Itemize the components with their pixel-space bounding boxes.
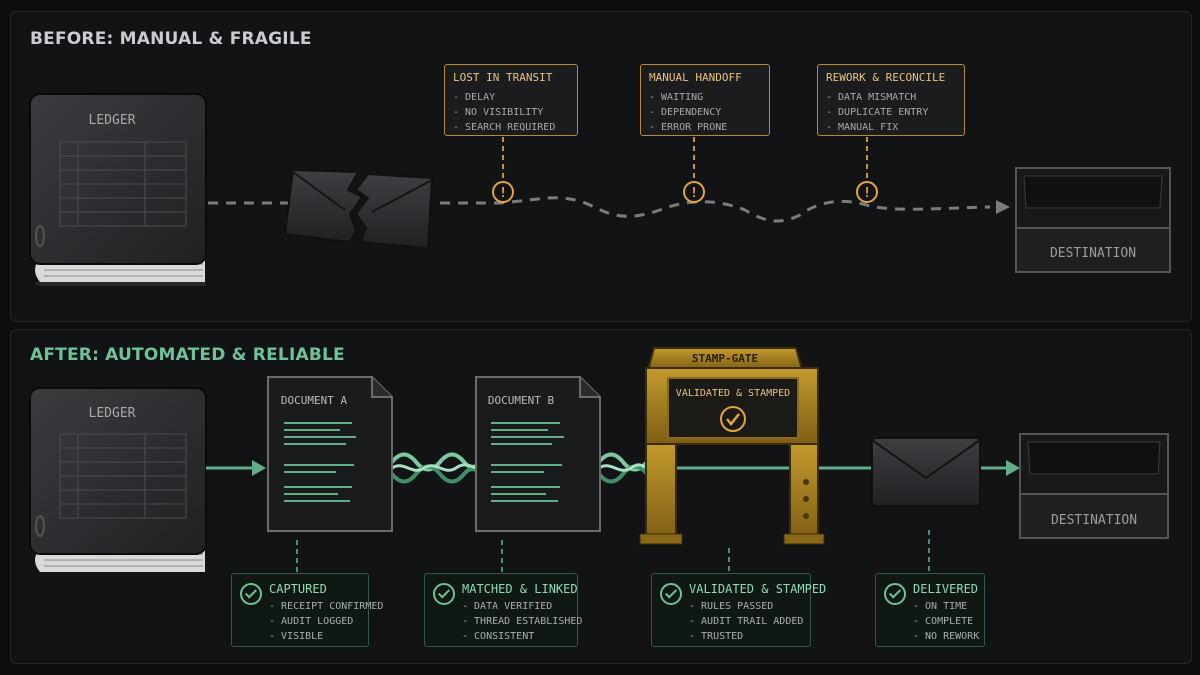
before-section-title: BEFORE: MANUAL & FRAGILE xyxy=(30,29,312,49)
status-title: MATCHED & LINKED xyxy=(462,582,578,596)
book-icon xyxy=(29,387,207,572)
status-item: - RULES PASSED xyxy=(689,601,774,612)
status-title: CAPTURED xyxy=(269,582,327,596)
warning-icon xyxy=(683,181,705,203)
inbox-tray-icon xyxy=(1015,167,1171,273)
status-title: DELIVERED xyxy=(913,582,979,596)
callout-item: - NO VISIBILITY xyxy=(453,107,544,118)
document-icon xyxy=(475,376,601,532)
callout-title: LOST IN TRANSIT xyxy=(453,71,553,84)
braided-link-icon xyxy=(390,452,478,484)
callout-item: - SEARCH REQUIRED xyxy=(453,122,556,133)
braided-link-icon xyxy=(597,452,649,484)
stamp-gate-icon xyxy=(639,347,825,545)
warning-symbol-1: ! xyxy=(499,186,507,201)
check-circle-icon xyxy=(433,583,455,605)
callout-title: MANUAL HANDOFF xyxy=(649,71,742,84)
before-destination-label: DESTINATION xyxy=(1050,246,1136,261)
document-a-label: DOCUMENT A xyxy=(281,394,348,407)
status-item: - NO REWORK xyxy=(913,631,980,642)
gate-panel-label: VALIDATED & STAMPED xyxy=(676,388,790,399)
broken-envelope-icon xyxy=(283,168,434,250)
gate-sign-label: STAMP-GATE xyxy=(692,352,758,365)
document-icon xyxy=(267,376,393,532)
book-icon xyxy=(29,93,207,286)
status-item: - CONSISTENT xyxy=(462,631,535,642)
status-card-captured: CAPTURED - RECEIPT CONFIRMED - AUDIT LOG… xyxy=(231,573,383,647)
callout-item: - MANUAL FIX xyxy=(826,122,899,133)
check-circle-icon xyxy=(884,583,906,605)
status-list: - RECEIPT CONFIRMED - AUDIT LOGGED - VIS… xyxy=(269,599,383,644)
status-item: - COMPLETE xyxy=(913,616,974,627)
status-item: - RECEIPT CONFIRMED xyxy=(269,601,384,612)
before-arrowhead xyxy=(996,200,1010,214)
warning-symbol-3: ! xyxy=(863,186,871,201)
inbox-tray-icon xyxy=(1019,433,1169,539)
status-item: - DATA VERIFIED xyxy=(462,601,553,612)
callout-rework-reconcile: REWORK & RECONCILE - DATA MISMATCH - DUP… xyxy=(817,64,965,136)
callout-item: - ERROR PRONE xyxy=(649,122,728,133)
status-item: - VISIBLE xyxy=(269,631,324,642)
status-item: - ON TIME xyxy=(913,601,968,612)
check-circle-icon xyxy=(240,583,262,605)
callout-manual-handoff: MANUAL HANDOFF - WAITING - DEPENDENCY - … xyxy=(640,64,770,136)
after-ledger-label: LEDGER xyxy=(89,406,136,421)
status-list: - DATA VERIFIED - THREAD ESTABLISHED - C… xyxy=(462,599,582,644)
status-item: - THREAD ESTABLISHED xyxy=(462,616,583,627)
callout-lost-in-transit: LOST IN TRANSIT - DELAY - NO VISIBILITY … xyxy=(444,64,578,136)
status-list: - ON TIME - COMPLETE - NO REWORK xyxy=(913,599,979,644)
callout-item: - DATA MISMATCH xyxy=(826,92,917,103)
callout-item: - WAITING xyxy=(649,92,704,103)
before-ledger-label: LEDGER xyxy=(89,113,136,128)
status-item: - AUDIT LOGGED xyxy=(269,616,354,627)
after-arrowhead-2 xyxy=(1006,460,1020,476)
check-circle-icon xyxy=(660,583,682,605)
status-title: VALIDATED & STAMPED xyxy=(689,582,827,596)
after-section-title: AFTER: AUTOMATED & RELIABLE xyxy=(30,345,345,365)
checkmark-icon xyxy=(720,406,746,432)
status-item: - TRUSTED xyxy=(689,631,744,642)
callout-item: - DEPENDENCY xyxy=(649,107,722,118)
status-card-matched-linked: MATCHED & LINKED - DATA VERIFIED - THREA… xyxy=(424,573,582,647)
callout-item: - DUPLICATE ENTRY xyxy=(826,107,929,118)
status-card-delivered: DELIVERED - ON TIME - COMPLETE - NO REWO… xyxy=(875,573,985,647)
warning-symbol-2: ! xyxy=(690,186,698,201)
after-destination-label: DESTINATION xyxy=(1051,513,1137,528)
document-b-label: DOCUMENT B xyxy=(488,394,555,407)
status-card-validated-stamped: VALIDATED & STAMPED - RULES PASSED - AUD… xyxy=(651,573,826,647)
warning-icon xyxy=(492,181,514,203)
before-flow-line-2 xyxy=(440,196,991,223)
callout-title: REWORK & RECONCILE xyxy=(826,71,946,84)
status-list: - RULES PASSED - AUDIT TRAIL ADDED - TRU… xyxy=(689,599,803,644)
after-arrowhead-1 xyxy=(252,460,266,476)
callout-item: - DELAY xyxy=(453,92,496,103)
status-item: - AUDIT TRAIL ADDED xyxy=(689,616,804,627)
warning-icon xyxy=(856,181,878,203)
envelope-icon xyxy=(871,437,981,507)
